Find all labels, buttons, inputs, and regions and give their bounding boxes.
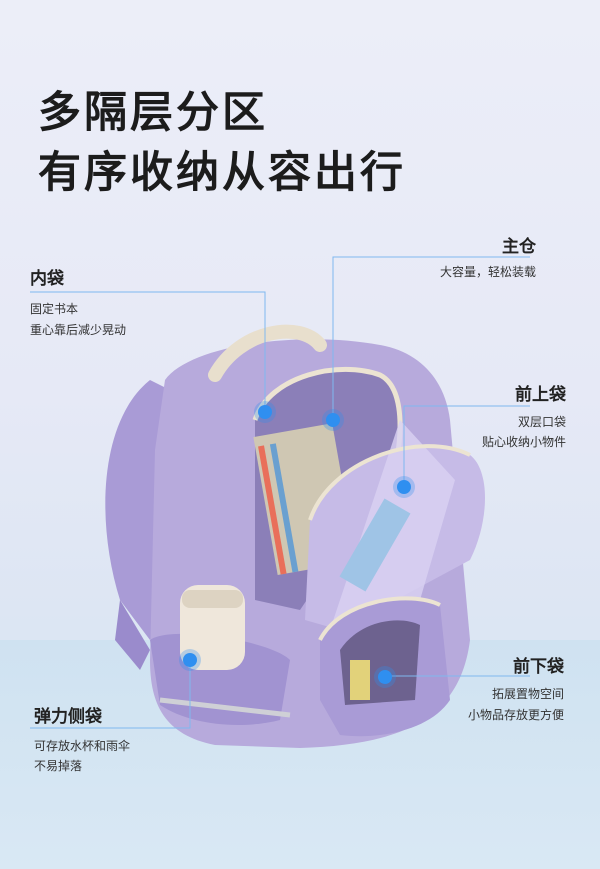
front-upper-pocket-title: 前上袋 xyxy=(515,385,566,405)
front-upper-pocket-desc-1: 双层口袋 xyxy=(517,415,566,429)
main-compartment-title: 主仓 xyxy=(502,237,536,257)
front-upper-pocket-desc-2: 贴心收纳小物件 xyxy=(481,435,566,449)
headline-line1: 多隔层分区 xyxy=(38,88,268,138)
inner-pocket-desc-1: 固定书本 xyxy=(30,302,79,316)
headline-line2: 有序收纳从容出行 xyxy=(38,148,406,198)
leader-front-upper xyxy=(403,405,530,487)
front-lower-pocket-desc-1: 拓展置物空间 xyxy=(491,687,564,701)
side-pocket-desc-1: 可存放水杯和雨伞 xyxy=(34,739,131,753)
main-compartment-desc: 大容量，轻松装载 xyxy=(439,265,536,279)
annotation-dots xyxy=(179,401,415,688)
inner-pocket-title: 内袋 xyxy=(30,269,64,289)
side-pocket-desc-2: 不易掉落 xyxy=(34,759,83,773)
front-lower-pocket-title: 前下袋 xyxy=(513,657,564,677)
top-handle xyxy=(208,324,327,382)
annotation-lines xyxy=(30,256,530,729)
leader-side xyxy=(30,660,191,729)
strap-buckle xyxy=(115,600,150,670)
pencil-case xyxy=(339,498,411,592)
side-pocket-title: 弹力侧袋 xyxy=(34,707,102,727)
inner-pocket-desc-2: 重心靠后减少晃动 xyxy=(30,323,127,337)
front-lower-pocket-desc-2: 小物品存放更方便 xyxy=(467,708,564,722)
leader-inner xyxy=(30,291,266,412)
leader-main xyxy=(332,256,530,420)
